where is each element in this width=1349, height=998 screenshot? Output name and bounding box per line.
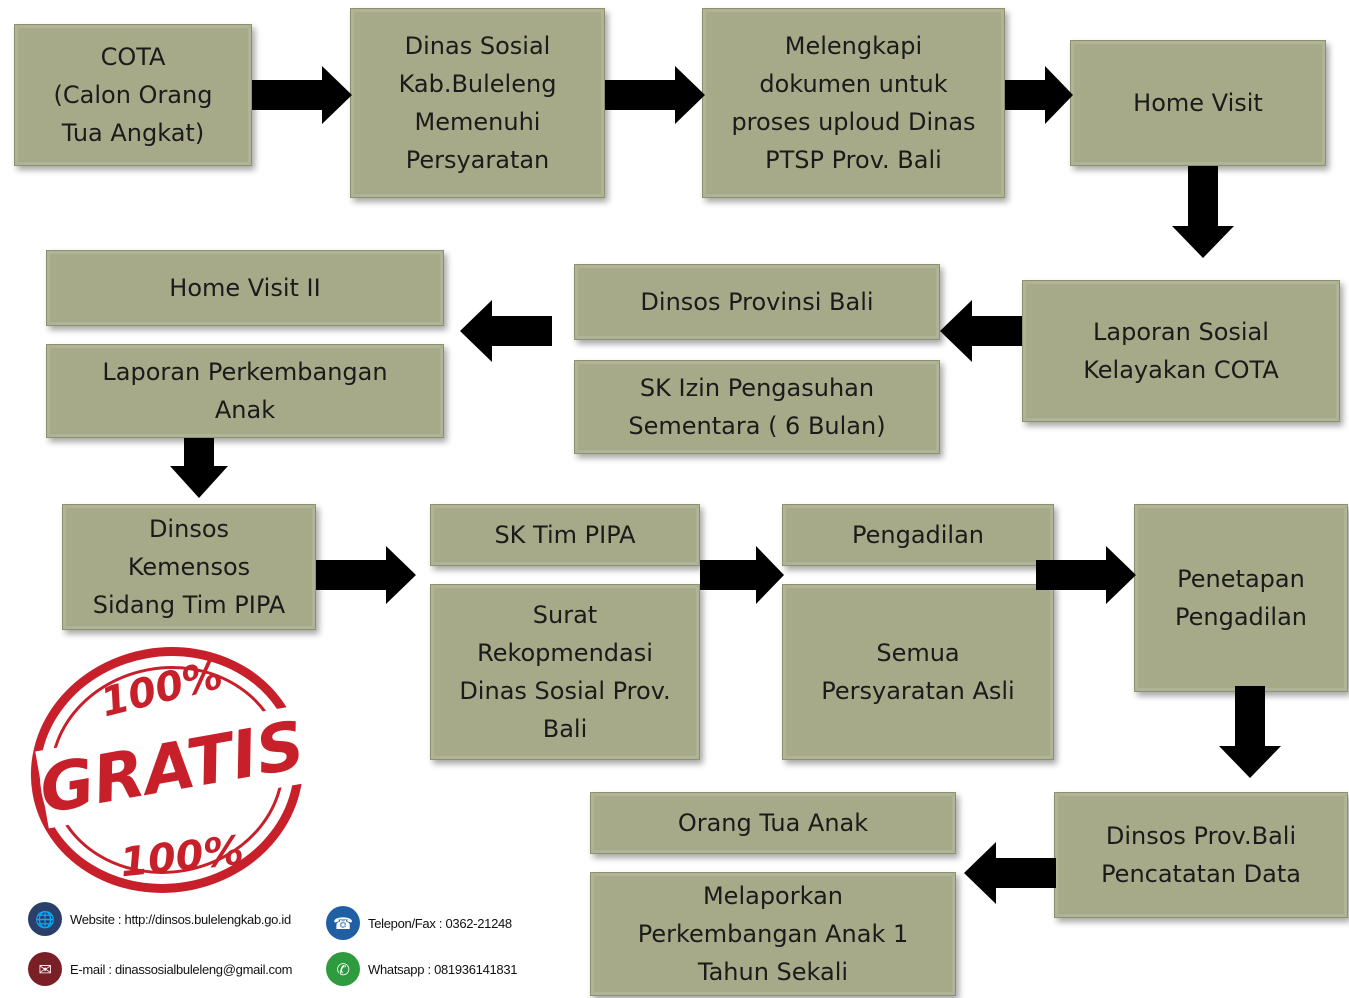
- sk-izin-box: SK Izin Pengasuhan Sementara ( 6 Bulan): [574, 360, 940, 454]
- whatsapp-text: Whatsapp : 081936141831: [368, 961, 518, 977]
- stamp-main-text: GRATIS: [34, 706, 310, 828]
- dinsos-prov-bali-box: Dinsos Prov.Bali Pencatatan Data: [1054, 792, 1348, 918]
- website-text: Website : http://dinsos.bulelengkab.go.i…: [70, 911, 291, 927]
- whatsapp-icon: ✆: [326, 952, 360, 986]
- melaporkan-box: Melaporkan Perkembangan Anak 1 Tahun Sek…: [590, 872, 956, 996]
- arrow-left-2: [460, 300, 552, 362]
- cota-box: COTA (Calon Orang Tua Angkat): [14, 24, 252, 166]
- penetapan-pengadilan-box: Penetapan Pengadilan: [1134, 504, 1348, 692]
- whatsapp-contact: ✆ Whatsapp : 081936141831: [326, 952, 518, 986]
- semua-persyaratan-box: Semua Persyaratan Asli: [782, 584, 1054, 760]
- arrow-down-1: [1172, 166, 1234, 258]
- gratis-stamp: 100% GRATIS 100%: [30, 647, 315, 893]
- website-contact: 🌐 Website : http://dinsos.bulelengkab.go…: [28, 902, 291, 936]
- sk-tim-pipa-box: SK Tim PIPA: [430, 504, 700, 566]
- arrow-right-4: [316, 546, 416, 604]
- phone-contact: ☎ Telepon/Fax : 0362-21248: [326, 906, 512, 940]
- home-visit-2-box: Home Visit II: [46, 250, 444, 326]
- email-text: E-mail : dinassosialbuleleng@gmail.com: [70, 961, 293, 977]
- pengadilan-box: Pengadilan: [782, 504, 1054, 566]
- arrow-left-1: [940, 300, 1022, 362]
- globe-icon: 🌐: [28, 902, 62, 936]
- laporan-perkembangan-box: Laporan Perkembangan Anak: [46, 344, 444, 438]
- surat-rekomendasi-box: Surat Rekopmendasi Dinas Sosial Prov. Ba…: [430, 584, 700, 760]
- email-contact: ✉ E-mail : dinassosialbuleleng@gmail.com: [28, 952, 292, 986]
- dinsos-provinsi-box: Dinsos Provinsi Bali: [574, 264, 940, 340]
- arrow-left-3: [964, 842, 1056, 904]
- dinsos-buleleng-box: Dinas Sosial Kab.Buleleng Memenuhi Persy…: [350, 8, 605, 198]
- mail-icon: ✉: [28, 952, 62, 986]
- arrow-right-1: [252, 66, 352, 124]
- arrow-down-3: [1219, 686, 1281, 778]
- melengkapi-dokumen-box: Melengkapi dokumen untuk proses uploud D…: [702, 8, 1005, 198]
- arrow-right-6: [1036, 546, 1136, 604]
- orang-tua-anak-box: Orang Tua Anak: [590, 792, 956, 854]
- dinsos-kemensos-box: Dinsos Kemensos Sidang Tim PIPA: [62, 504, 316, 630]
- arrow-right-5: [700, 546, 784, 604]
- arrow-right-3: [1005, 66, 1073, 124]
- home-visit-box: Home Visit: [1070, 40, 1326, 166]
- phone-icon: ☎: [326, 906, 360, 940]
- arrow-down-2: [170, 438, 228, 498]
- arrow-right-2: [605, 66, 705, 124]
- phone-text: Telepon/Fax : 0362-21248: [368, 915, 512, 931]
- laporan-sosial-box: Laporan Sosial Kelayakan COTA: [1022, 280, 1340, 422]
